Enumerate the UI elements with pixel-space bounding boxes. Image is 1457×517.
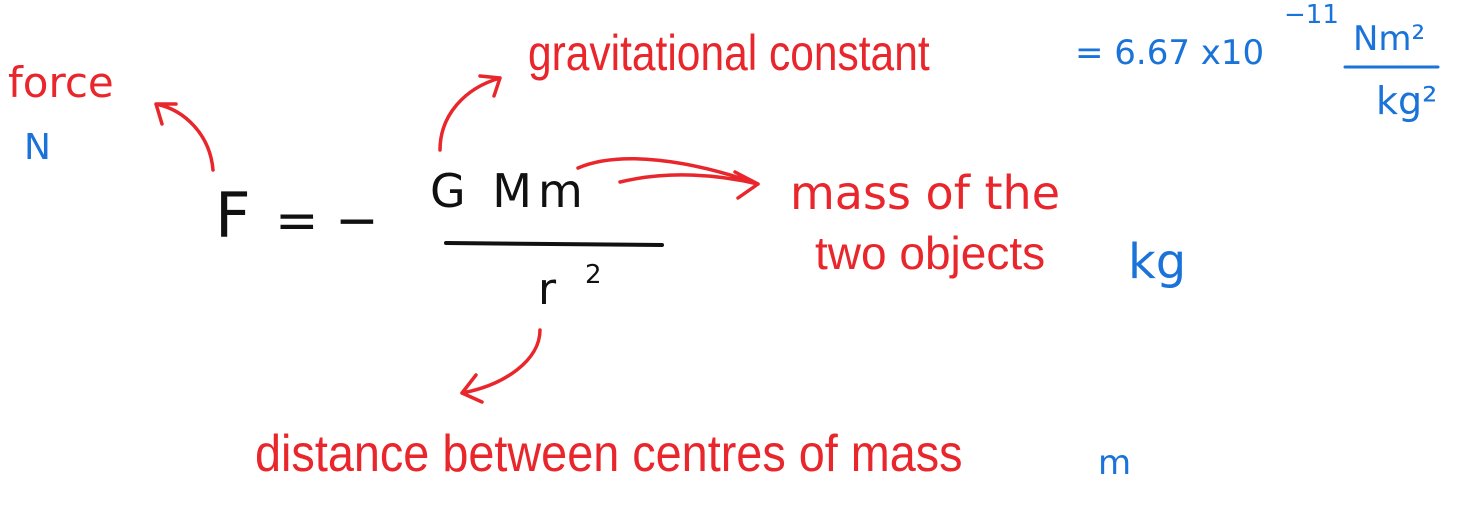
constant-arrow <box>438 74 502 152</box>
equation-numerator: G Mm <box>430 164 589 218</box>
gravitational-constant-exponent: −11 <box>1284 0 1339 30</box>
constant-unit-numerator: Nm² <box>1353 19 1426 59</box>
force-label: force <box>8 58 114 107</box>
force-unit: N <box>24 127 51 168</box>
mass-label-line1: mass of the <box>790 166 1061 220</box>
constant-unit-denominator: kg² <box>1376 79 1438 123</box>
mass-label-line2: two objects <box>815 227 1046 279</box>
equation-equals-minus: = − <box>275 191 379 251</box>
gravitational-constant-label: gravitational constant <box>528 25 930 81</box>
equation-denominator: r <box>538 264 557 315</box>
distance-unit: m <box>1098 443 1132 483</box>
distance-arrow <box>460 328 542 404</box>
mass-arrow <box>576 157 760 200</box>
equation-denominator-power: 2 <box>585 260 602 290</box>
mass-unit: kg <box>1128 234 1187 290</box>
force-arrow <box>154 102 215 172</box>
fraction-line <box>444 241 664 247</box>
distance-label: distance between centres of mass <box>255 425 963 483</box>
equation-lhs: F <box>215 179 251 252</box>
gravitational-constant-value: = 6.67 x10 <box>1075 33 1265 73</box>
